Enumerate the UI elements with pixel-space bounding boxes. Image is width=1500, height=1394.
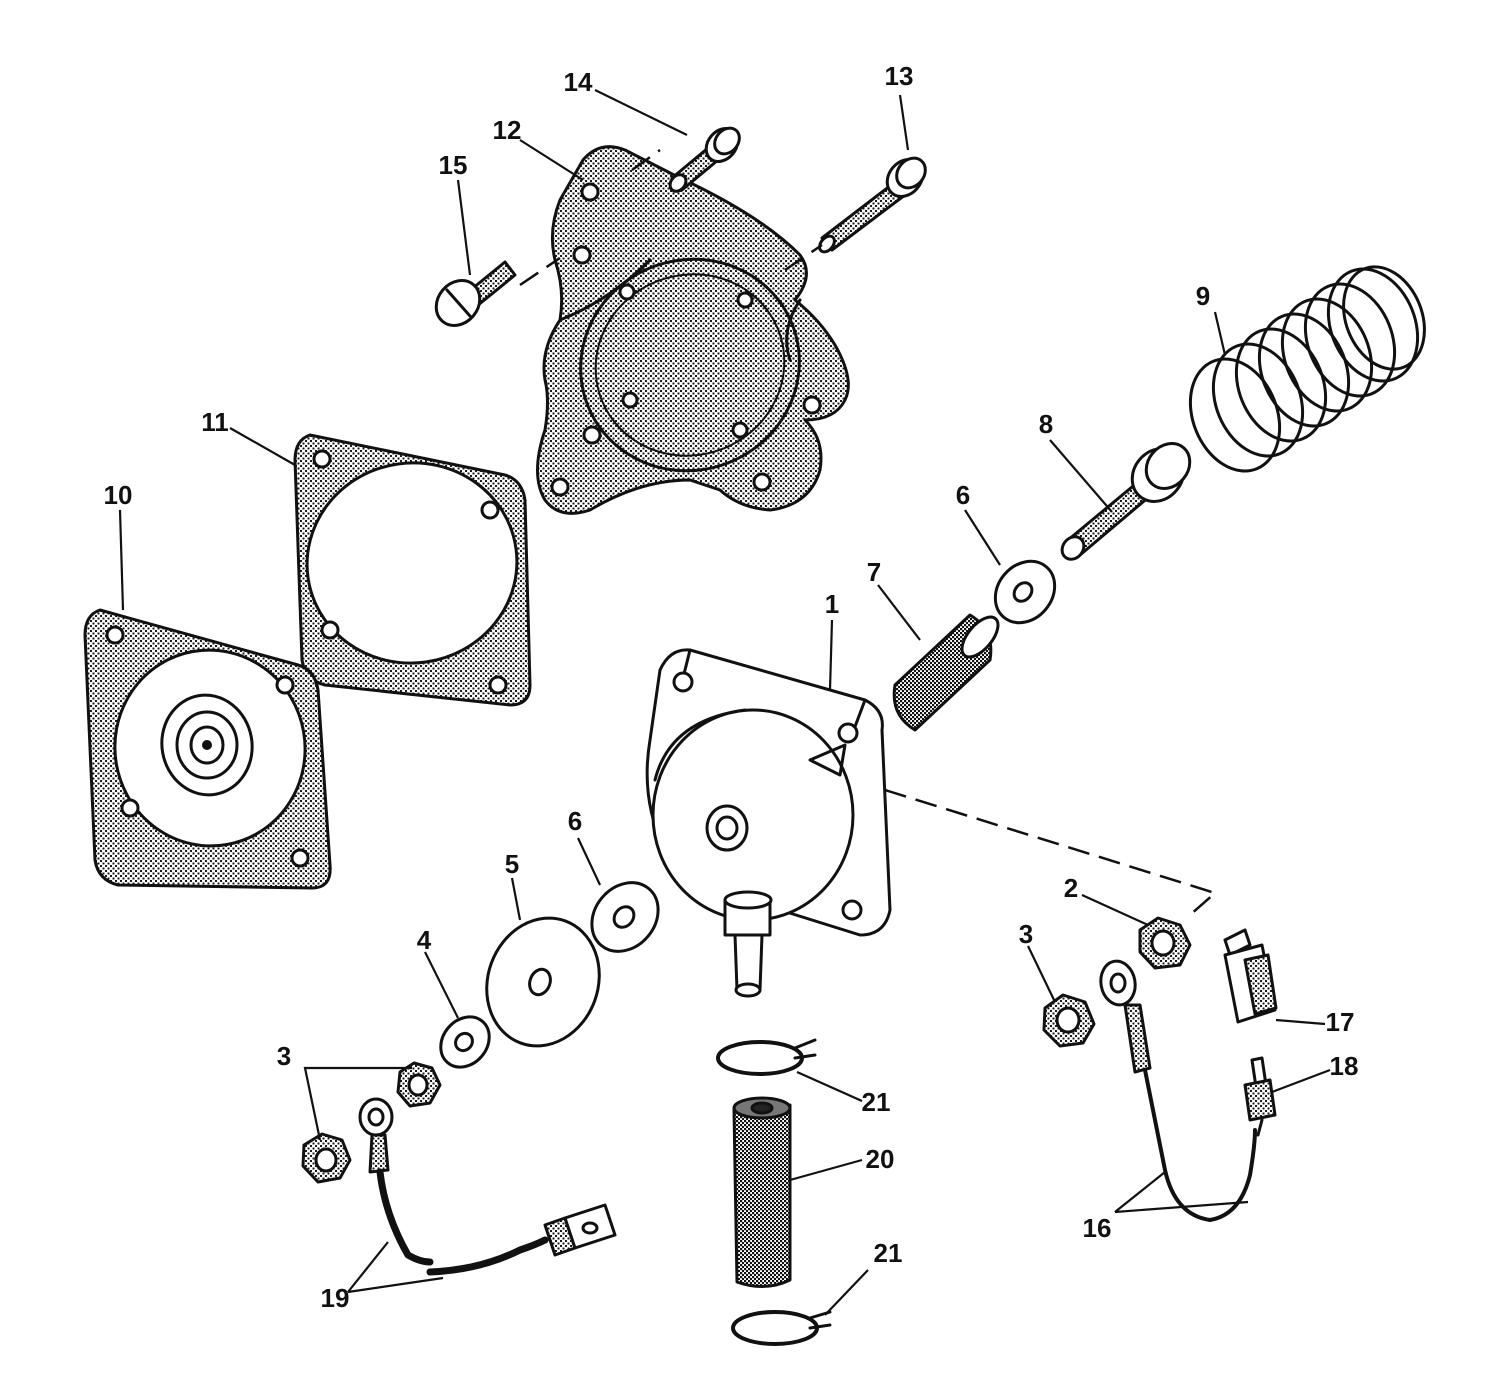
part-6-washer-lower bbox=[590, 881, 660, 953]
callout-6-lower: 6 bbox=[568, 806, 582, 836]
callout-14: 14 bbox=[564, 67, 593, 97]
part-11-gasket bbox=[293, 433, 532, 707]
callout-15: 15 bbox=[439, 150, 468, 180]
part-3-nut-right bbox=[1042, 993, 1096, 1048]
callout-6-upper: 6 bbox=[956, 480, 970, 510]
part-5-plate bbox=[485, 916, 601, 1048]
part-8-bolt bbox=[1060, 442, 1192, 561]
callout-21-upper: 21 bbox=[862, 1087, 891, 1117]
callout-11: 11 bbox=[201, 407, 229, 437]
callout-1: 1 bbox=[825, 589, 839, 619]
callout-8: 8 bbox=[1039, 409, 1053, 439]
part-17-connector bbox=[1223, 928, 1278, 1024]
callout-2: 2 bbox=[1064, 873, 1078, 903]
part-16-ground-wire bbox=[1099, 959, 1257, 1222]
callout-9: 9 bbox=[1196, 281, 1210, 311]
part-2-nut bbox=[1138, 916, 1192, 970]
part-9-spring bbox=[1188, 265, 1426, 473]
part-7-filter bbox=[892, 613, 1000, 732]
part-21-clamp-lower bbox=[731, 1310, 832, 1346]
alignment-line bbox=[519, 256, 561, 287]
alignment-line bbox=[884, 788, 1218, 916]
callout-20: 20 bbox=[866, 1144, 895, 1174]
leader-lines bbox=[118, 89, 1331, 1316]
part-10-diaphragm bbox=[83, 608, 332, 890]
part-18-terminal bbox=[1243, 1056, 1277, 1137]
part-20-hose bbox=[732, 1096, 792, 1288]
part-1-pump-body bbox=[645, 648, 892, 998]
callout-19: 19 bbox=[321, 1283, 350, 1313]
part-4-washer bbox=[439, 1015, 491, 1069]
callout-3-right: 3 bbox=[1019, 919, 1033, 949]
callout-13: 13 bbox=[885, 61, 914, 91]
callout-5: 5 bbox=[505, 849, 519, 879]
callout-17: 17 bbox=[1326, 1007, 1355, 1037]
callout-16: 16 bbox=[1083, 1213, 1112, 1243]
callout-12: 12 bbox=[493, 115, 522, 145]
part-3-nut-left-lower bbox=[301, 1132, 352, 1184]
part-12-pump-cover bbox=[536, 145, 850, 515]
alignment-line bbox=[631, 148, 661, 172]
part-14-screw bbox=[668, 126, 741, 193]
part-15-screw bbox=[434, 260, 517, 327]
part-21-clamp-upper bbox=[716, 1038, 817, 1076]
callout-3-left: 3 bbox=[277, 1041, 291, 1071]
callout-7: 7 bbox=[867, 557, 881, 587]
callout-10: 10 bbox=[104, 480, 133, 510]
callout-21-lower: 21 bbox=[874, 1238, 903, 1268]
part-19-ground-wire bbox=[358, 1097, 617, 1276]
alignment-line bbox=[784, 243, 823, 272]
part-13-screw bbox=[818, 156, 927, 254]
part-3-nut-left-upper bbox=[396, 1061, 442, 1108]
part-6-washer-upper bbox=[993, 559, 1057, 625]
callout-labels: 1 2 3 3 4 5 6 6 7 8 9 10 11 12 13 14 15 … bbox=[104, 61, 1359, 1313]
callout-4: 4 bbox=[417, 925, 432, 955]
callout-18: 18 bbox=[1330, 1051, 1359, 1081]
